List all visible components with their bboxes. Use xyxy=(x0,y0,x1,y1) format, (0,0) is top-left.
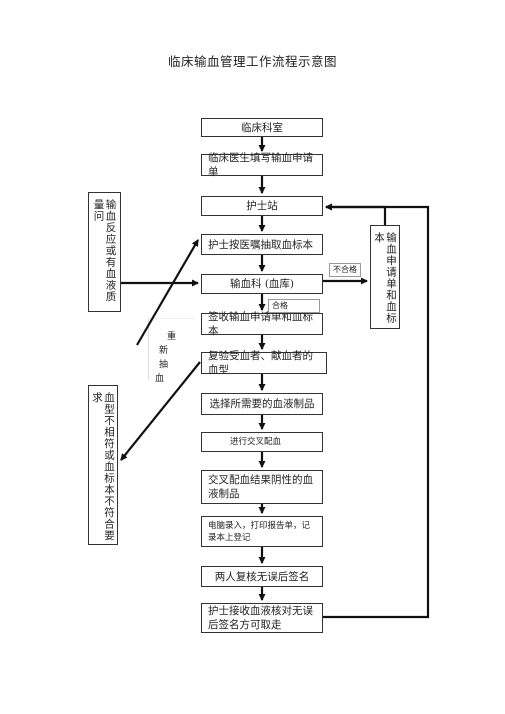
step-crossmatch: 进行交叉配血 xyxy=(201,432,323,452)
redraw-char-2: 新 xyxy=(159,346,169,356)
side-box-return-sample: 输血申请单和血标本 xyxy=(370,225,400,329)
redraw-note: 重 新 抽 血 xyxy=(148,318,194,384)
step-record-report: 电脑录入，打印报告单，记录本上登记 xyxy=(201,516,323,547)
step-select-product: 选择所需要的血液制品 xyxy=(201,393,323,415)
fail-label: 不合格 xyxy=(329,263,361,277)
step-nurse-station: 护士站 xyxy=(201,196,323,216)
pass-label: 合格 xyxy=(268,299,320,313)
step-doctor-request: 临床医生填写输血申请单 xyxy=(201,152,323,178)
side-box-reaction: 输血反应或有血液质量问 xyxy=(88,192,121,312)
step-double-check: 两人复核无误后签名 xyxy=(201,566,323,587)
side-text-reaction: 输血反应或有血液质量问 xyxy=(92,199,117,303)
side-text-mismatch: 血型不相符或血标本不符合要求 xyxy=(91,392,115,542)
step-clinical-dept: 临床科室 xyxy=(201,118,323,137)
step-nurse-collect: 护士接收血液核对无误后签名方可取走 xyxy=(201,603,323,633)
side-text-return-sample: 输血申请单和血标本 xyxy=(373,232,397,324)
step-sign-receipt: 签收输血申请单和血标本 xyxy=(201,311,323,337)
page-title: 临床输血管理工作流程示意图 xyxy=(167,54,337,69)
side-box-mismatch: 血型不相符或血标本不符合要求 xyxy=(88,385,118,545)
step-draw-sample: 护士按医嘱抽取血标本 xyxy=(201,234,323,255)
arrow-redraw-to-sample xyxy=(136,239,199,346)
arrow-loop-back xyxy=(323,203,430,619)
step-blood-dept: 输血科 (血库) xyxy=(201,274,323,294)
redraw-char-1: 重 xyxy=(167,332,177,342)
step-crossmatch-negative: 交叉配血结果阴性的血液制品 xyxy=(201,470,323,504)
redraw-char-3: 抽 xyxy=(159,360,169,370)
step-recheck-bloodtype: 复验受血者、献血者的血型 xyxy=(201,350,327,376)
redraw-char-4: 血 xyxy=(155,374,165,384)
arrow-recheck-to-mismatch xyxy=(120,361,201,461)
